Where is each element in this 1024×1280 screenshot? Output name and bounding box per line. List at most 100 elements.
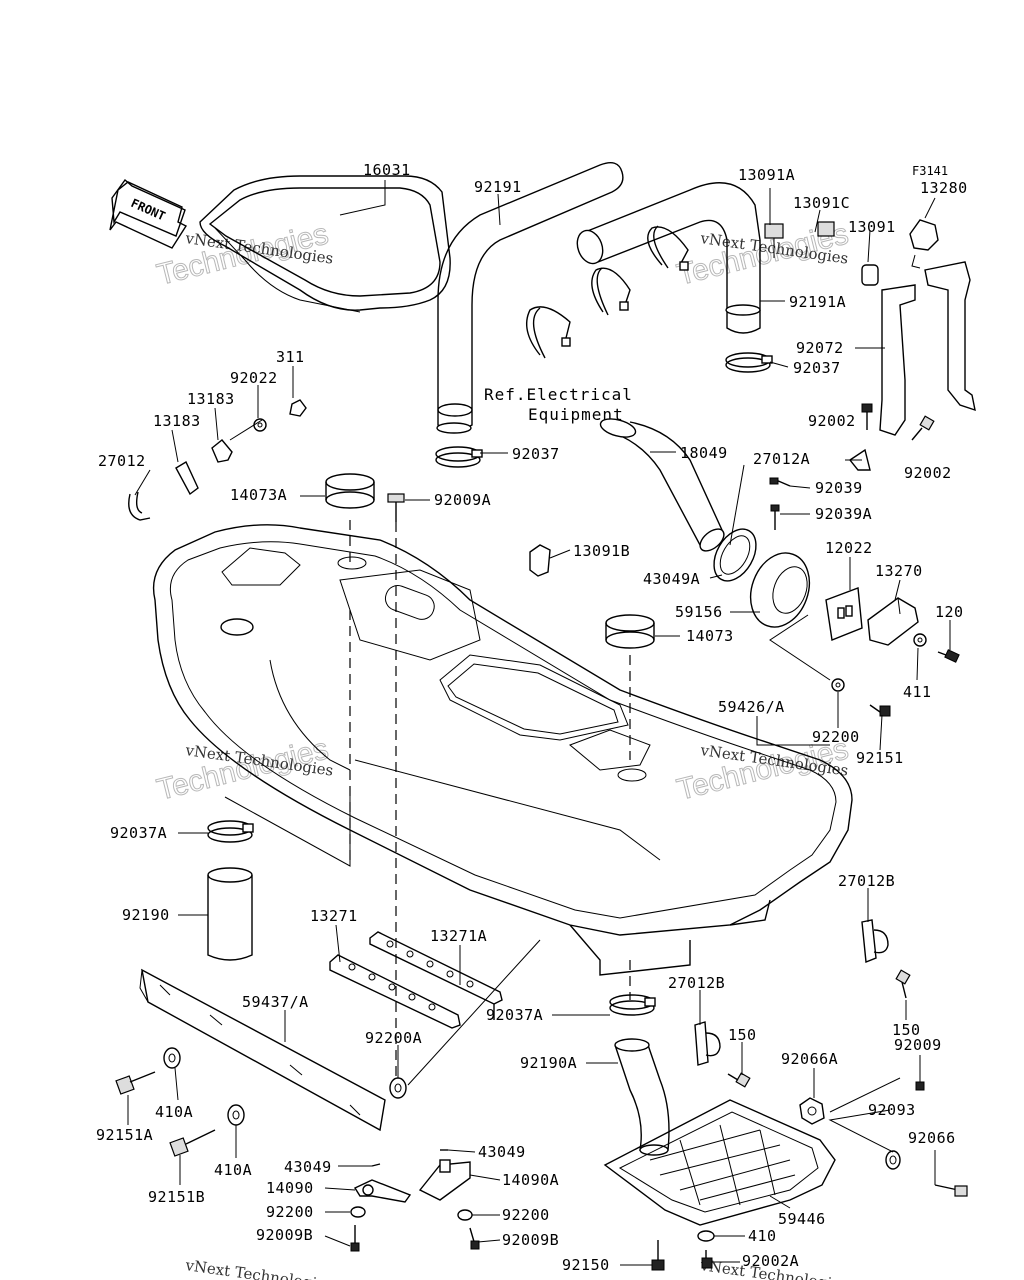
part-label: 43049 [478,1143,526,1161]
part-label: 16031 [363,161,411,179]
duct-18049 [599,418,725,552]
diagram-code: F3141 [912,164,948,178]
part-label: 150 [728,1026,757,1044]
front-arrow: FRONT [109,178,188,249]
part-label: 13183 [187,390,235,408]
part-label: 27012B [838,872,895,890]
clips-13091 [764,219,939,286]
part-label: 59426/A [718,698,785,716]
bracket-27012b-center [694,1021,751,1088]
part-label: 27012A [753,450,810,468]
part-label: 410 [748,1227,777,1245]
part-label: 92009 [894,1036,942,1054]
part-label: 13271A [430,927,487,945]
part-label: 92002 [808,412,856,430]
block-13270 [867,597,919,646]
part-label: 150 [892,1021,921,1039]
storage-tray [199,175,451,313]
part-label: 13280 [920,179,968,197]
part-label: 43049 [284,1158,332,1176]
part-label: 92066A [781,1050,838,1068]
cap-14073 [605,614,655,649]
bolt-92002-b [911,415,935,441]
part-label: 92200 [502,1206,550,1224]
washer-410a-1 [163,1047,181,1069]
part-label: 92039A [815,505,872,523]
strip-13271 [329,954,461,1029]
watermark-small: vNext Technologies [183,1256,334,1280]
part-label: 59437/A [242,993,309,1011]
fitting-92066a [799,1097,825,1125]
dashed-leaders [224,520,631,1080]
hull [152,524,853,976]
part-label: 92022 [230,369,278,387]
upper-pipe [576,182,761,334]
washers-92200-bottom [350,1206,480,1252]
part-label: 92009B [502,1231,559,1249]
part-label: 92009B [256,1226,313,1244]
part-label: 92066 [908,1129,956,1147]
part-label: 13270 [875,562,923,580]
ref-note-line1: Ref.Electrical [484,385,633,404]
bottom-fasteners [651,1230,715,1271]
strip-13271a [369,931,503,1020]
part-label: 92190 [122,906,170,924]
gasket-43049a [713,528,757,582]
part-label: 92037 [512,445,560,463]
washer-410a-2 [227,1104,245,1126]
clamp-92037a-right [609,994,656,1016]
bolt-92002-a [861,403,873,430]
washer-92200a [389,939,541,1099]
clamp-92037-left [435,446,483,468]
clip-13091b [529,544,551,577]
clamp-92037a-left [207,820,254,843]
part-label: 12022 [825,539,873,557]
part-label: 14090A [502,1171,559,1189]
part-label: 13183 [153,412,201,430]
fitting-92066 [934,1184,968,1197]
part-label: 92151A [96,1126,153,1144]
part-label: 311 [276,348,305,366]
bolt-92009a [387,493,405,522]
part-label: 13091B [573,542,630,560]
ref-note-line2: Equipment [528,405,624,424]
part-label: 92200A [365,1029,422,1047]
part-label: 92037A [486,1006,543,1024]
bracket-27012a [848,448,871,471]
clamp-92037-top [725,352,773,373]
handle-pipe [436,162,624,434]
bolt-92151b [169,1129,216,1157]
part-label: 59446 [778,1210,826,1228]
part-label: 92200 [266,1203,314,1221]
label-leaders [127,180,951,1266]
part-label: 92200 [812,728,860,746]
part-label: 13271 [310,907,358,925]
hose-92190 [207,867,253,961]
brackets-92072 [879,261,976,436]
part-label: 92151B [148,1188,205,1206]
part-label: 13091A [738,166,795,184]
part-label: 92150 [562,1256,610,1274]
part-label: 410A [214,1161,252,1179]
bolt-92151a [115,1071,156,1095]
bracket-14090a [418,1149,471,1201]
part-label: 92191A [789,293,846,311]
part-label: 27012 [98,452,146,470]
part-label: 92009A [434,491,491,509]
rail-59437a [139,968,386,1132]
part-label: 43049A [643,570,700,588]
vent-59156 [749,552,811,628]
part-label: 13091C [793,194,850,212]
left-small-parts [128,399,307,521]
part-label: 92191 [474,178,522,196]
part-label: 92093 [868,1101,916,1119]
part-labels: 16031 92191 13091A 13091C 13091 13280 92… [96,161,968,1274]
part-label: 92151 [856,749,904,767]
part-label: 92037A [110,824,167,842]
part-label: 92002 [904,464,952,482]
bolts-right [769,477,960,717]
bracket-27012b-right [861,919,911,999]
cap-14073a [325,473,375,509]
grate-59446 [603,1099,836,1226]
part-label: 59156 [675,603,723,621]
